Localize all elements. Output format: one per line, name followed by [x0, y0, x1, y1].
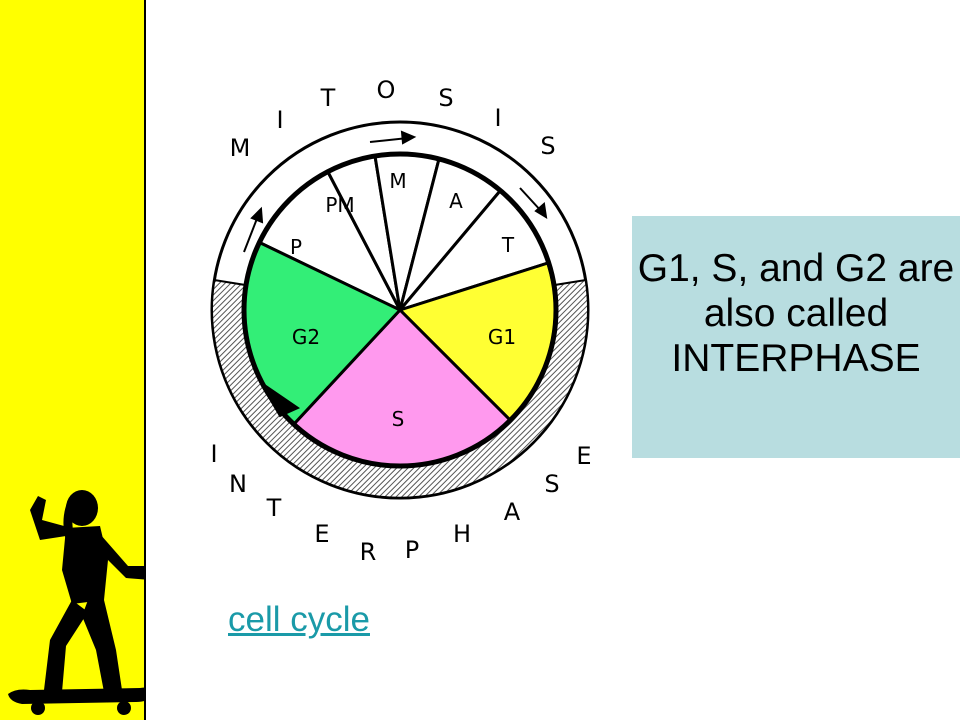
mitosis-letter-2: I: [276, 106, 283, 134]
label-t: T: [501, 233, 515, 257]
label-s: S: [392, 407, 405, 431]
interphase-letter-1: I: [210, 440, 217, 468]
label-a: A: [449, 189, 463, 213]
interphase-letter-6: P: [405, 536, 419, 564]
interphase-letter-4: E: [314, 520, 329, 548]
mitosis-letter-5: S: [438, 84, 453, 112]
mitosis-letter-1: M: [230, 134, 251, 162]
direction-arrows: [243, 130, 548, 418]
cell-cycle-link[interactable]: cell cycle: [228, 600, 370, 639]
interphase-letter-2: N: [229, 470, 247, 498]
interphase-letter-8: A: [504, 498, 521, 526]
mitosis-letter-7: S: [540, 132, 555, 160]
interphase-letter-3: T: [266, 494, 282, 522]
interphase-letter-10: E: [576, 442, 591, 470]
mitosis-letter-3: T: [320, 84, 336, 112]
label-m: M: [389, 169, 406, 193]
mitosis-letter-6: I: [494, 104, 501, 132]
info-box: [632, 216, 960, 458]
sidebar: [0, 0, 146, 720]
interphase-letter-9: S: [544, 470, 559, 498]
label-pm: PM: [325, 193, 354, 217]
label-p: P: [290, 235, 302, 259]
info-box-text: G1, S, and G2 are also called INTERPHASE: [637, 247, 955, 380]
inner-circle: [241, 151, 559, 469]
cell-cycle-diagram: P PM M A T G1 S G2 M I T O S I S I N T E…: [210, 76, 591, 566]
mitosis-letter-4: O: [377, 76, 396, 104]
skateboarder-silhouette: [8, 490, 146, 715]
interphase-letter-5: R: [360, 538, 377, 566]
interphase-letter-7: H: [453, 520, 471, 548]
label-g1: G1: [488, 325, 516, 349]
label-g2: G2: [292, 325, 320, 349]
